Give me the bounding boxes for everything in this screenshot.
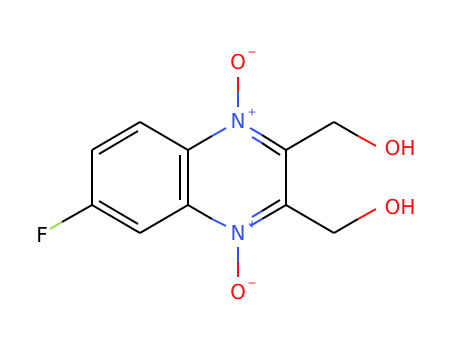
bond-c4-c4a	[139, 204, 189, 234]
bond-c3-n4-double	[261, 199, 281, 212]
bond-ch2-oh-colored	[357, 135, 377, 147]
bond-n4-c4a	[211, 218, 227, 227]
hydroxymethyl-top: OH	[285, 121, 416, 160]
atom-nitrogen-4: N	[231, 221, 246, 245]
bond-c3-c4-double	[98, 200, 139, 225]
benzene-ring	[91, 121, 189, 234]
bond-c3-n4	[261, 204, 287, 220]
charge-oxygen-top: −	[247, 46, 256, 59]
bond-n4-c4a-b	[187, 204, 213, 220]
atom-oxygen-bottom: O	[230, 280, 246, 304]
bond-ch2-oh-2-colored	[357, 208, 377, 220]
fluorine-substituent: F	[36, 204, 93, 247]
bond-c2-ch2	[285, 121, 335, 151]
bond-c3-f	[61, 204, 93, 223]
charge-oxygen-bottom: −	[247, 277, 256, 290]
atom-nitrogen-1: N	[231, 109, 246, 133]
bond-c3-c4	[91, 204, 141, 234]
bond-c3-n4-double-colored	[251, 210, 263, 218]
bond-c8a-n1-colored	[211, 127, 227, 137]
bond-c1-c2-double	[98, 130, 139, 155]
charge-nitrogen-4: +	[247, 218, 256, 231]
bond-c8a-n1	[187, 135, 213, 151]
bond-c3-f-colored	[49, 221, 63, 230]
atom-hydroxyl-top: OH	[385, 136, 416, 160]
bond-n1-c2-b	[261, 134, 287, 151]
bond-n1-c2-double-b	[261, 142, 281, 156]
bond-ch2-oh	[333, 121, 359, 137]
bond-n1-c2-double	[251, 136, 263, 144]
hydroxymethyl-bottom: OH	[285, 195, 416, 234]
bond-ch2-oh-2	[333, 218, 359, 234]
bond-n1-c2	[249, 127, 263, 136]
atom-fluorine: F	[36, 223, 48, 247]
bond-c1-c2	[91, 121, 141, 151]
atom-hydroxyl-bottom: OH	[385, 195, 416, 219]
n-oxide-bottom: N + O −	[230, 218, 256, 305]
charge-nitrogen-1: +	[247, 106, 256, 119]
bond-c3-ch2	[285, 204, 335, 234]
n-oxide-top: N + O −	[230, 46, 256, 134]
atom-oxygen-top: O	[230, 50, 246, 74]
bond-c8a-c1	[139, 121, 189, 151]
bond-c3-n4-colored	[249, 218, 263, 227]
pyrazine-ring	[187, 127, 287, 227]
